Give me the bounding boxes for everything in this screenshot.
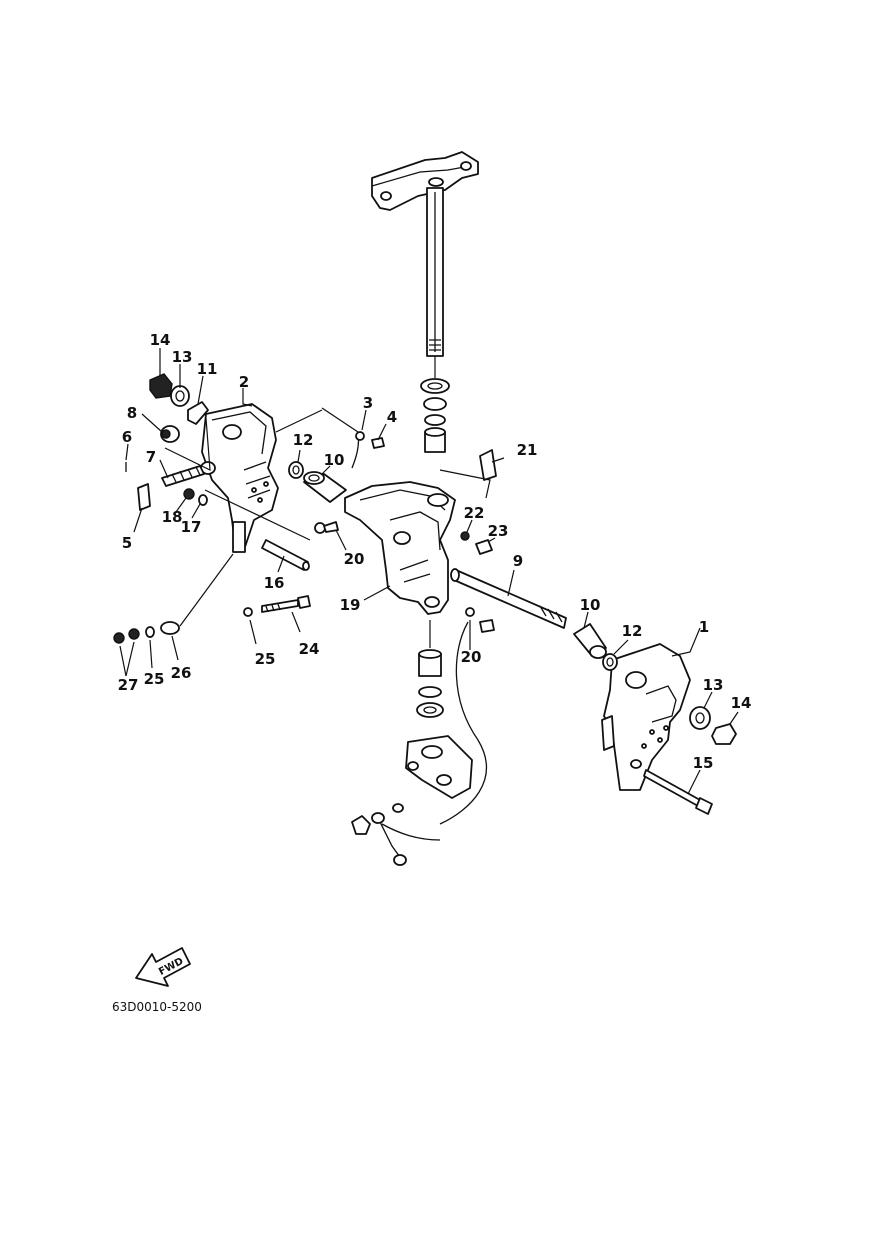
lever-5	[137, 483, 151, 511]
callout-7: 7	[146, 448, 156, 466]
washer-25-right	[243, 607, 253, 617]
spring-7	[161, 465, 205, 487]
callout-14-left: 14	[150, 331, 171, 349]
clamp-bracket-right	[601, 643, 691, 791]
callout-8: 8	[127, 404, 137, 422]
nut-18	[183, 488, 195, 500]
callout-23: 23	[488, 522, 509, 540]
swivel-bracket	[344, 481, 456, 615]
bushing-left	[303, 471, 347, 503]
bolt-23	[475, 539, 493, 555]
washer-12-left	[288, 461, 304, 479]
washer-17	[198, 494, 208, 506]
callout-1: 1	[699, 618, 709, 636]
callout-20-upper: 20	[344, 550, 365, 568]
callout-20-lower: 20	[461, 648, 482, 666]
grease-nipple-20-upper	[314, 521, 339, 534]
callout-11: 11	[197, 360, 218, 378]
callout-14-right: 14	[731, 694, 752, 712]
nut-27-b	[128, 628, 140, 640]
callout-19: 19	[340, 596, 361, 614]
washer-26	[160, 621, 180, 635]
nut-22	[460, 531, 470, 541]
callout-18: 18	[162, 508, 183, 526]
callout-5: 5	[122, 534, 132, 552]
callout-12-right: 12	[622, 622, 643, 640]
bolt-15	[643, 769, 713, 815]
callout-16: 16	[264, 574, 285, 592]
washer-12-right-hole	[606, 657, 614, 667]
bushing-right	[573, 623, 607, 659]
callout-15: 15	[693, 754, 714, 772]
callout-17: 17	[181, 518, 202, 536]
nut-27-a	[113, 632, 125, 644]
washer-13-right	[689, 706, 711, 730]
clip-11	[187, 401, 209, 425]
callouts: 14 13 11 2 8 6 7 5 18 17 3 4 12 10 21 22…	[118, 331, 752, 772]
tilt-shaft	[450, 568, 567, 629]
callout-12-left: 12	[293, 431, 314, 449]
callout-22: 22	[464, 504, 485, 522]
callout-3: 3	[363, 394, 373, 412]
callout-25-mid: 25	[255, 650, 276, 668]
callout-6: 6	[122, 428, 132, 446]
callout-24: 24	[299, 640, 320, 658]
plug-8	[160, 425, 180, 443]
washer-12-right	[602, 653, 618, 671]
diagram-code: 63D0010-5200	[112, 1000, 202, 1014]
callout-9: 9	[513, 552, 523, 570]
callout-10-right: 10	[580, 596, 601, 614]
callout-27: 27	[118, 676, 139, 694]
callout-25-left: 25	[144, 670, 165, 688]
shaft-washers-lower	[416, 649, 444, 718]
steering-arm-assembly	[371, 151, 479, 357]
callout-2: 2	[239, 373, 249, 391]
callout-21: 21	[517, 441, 538, 459]
plate-21	[479, 449, 497, 481]
leader-lines	[119, 348, 739, 795]
callout-26: 26	[171, 664, 192, 682]
clip-3	[355, 431, 365, 441]
washer-25-left	[145, 626, 155, 638]
pin-16	[261, 539, 310, 571]
washer-13-left	[170, 385, 190, 407]
grease-nipple-20-lower	[465, 607, 495, 633]
callout-10-left: 10	[324, 451, 345, 469]
nut-14-right	[711, 723, 737, 745]
callout-13-left: 13	[172, 348, 193, 366]
washer-12-left-hole	[292, 465, 300, 475]
callout-4: 4	[387, 408, 397, 426]
clamp-bracket-left	[200, 403, 279, 553]
lower-mount-bracket	[405, 735, 473, 799]
nut-14-left	[149, 373, 173, 399]
shaft-washers-upper	[420, 378, 450, 453]
ground-lead	[351, 621, 488, 866]
fwd-arrow-icon: FWD	[135, 947, 191, 987]
callout-13-right: 13	[703, 676, 724, 694]
bolt-24	[261, 595, 311, 613]
